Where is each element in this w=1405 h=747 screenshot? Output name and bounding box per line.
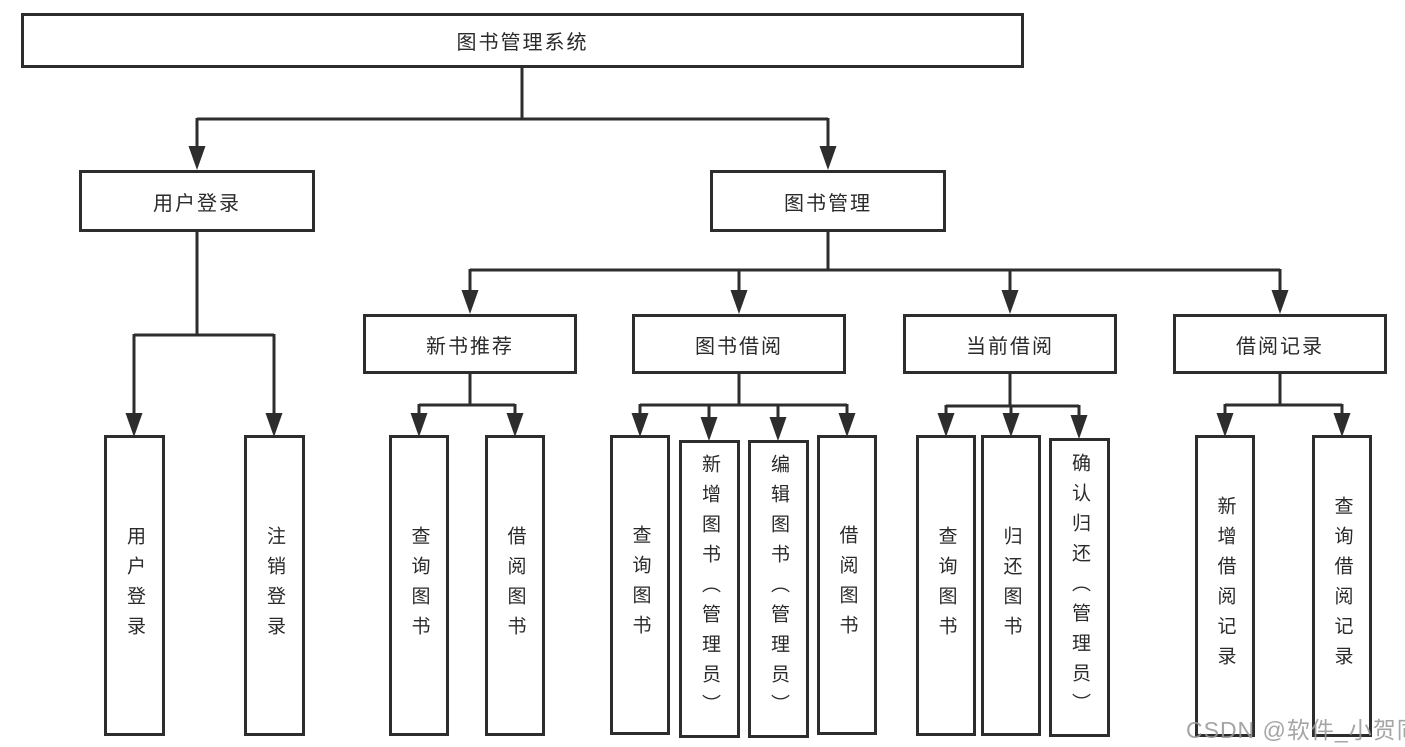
leaf-confirm-return-admin-label: 确认归还（管理员） <box>1069 452 1090 723</box>
leaf-return-books-label: 归还图书 <box>1000 525 1022 646</box>
leaf-user-login-label: 用户登录 <box>124 525 145 646</box>
csdn-watermark: CSDN @软件_小贺同学 <box>1186 717 1405 743</box>
node-new-book-recommend-label: 新书推荐 <box>426 335 514 358</box>
node-borrowing-records: 借阅记录 <box>1173 314 1387 374</box>
leaf-query-books-borrow: 查询图书 <box>610 435 670 735</box>
node-new-book-recommend: 新书推荐 <box>363 314 577 374</box>
leaf-query-books-borrow-label: 查询图书 <box>629 525 651 645</box>
leaf-borrow-books-rec: 借阅图书 <box>485 435 545 736</box>
node-current-borrowing: 当前借阅 <box>903 314 1117 374</box>
node-book-borrowing-label: 图书借阅 <box>695 335 783 358</box>
leaf-query-books-current: 查询图书 <box>916 435 976 736</box>
leaf-query-borrow-record: 查询借阅记录 <box>1312 435 1372 737</box>
leaf-logout-label: 注销登录 <box>264 525 285 646</box>
leaf-logout: 注销登录 <box>244 435 305 736</box>
leaf-add-borrow-record-label: 新增借阅记录 <box>1214 496 1236 676</box>
node-root-label: 图书管理系统 <box>456 32 589 54</box>
leaf-user-login: 用户登录 <box>104 435 165 736</box>
tree-edges <box>132 68 1344 421</box>
node-borrowing-records-label: 借阅记录 <box>1236 335 1324 358</box>
leaf-edit-books-admin-label: 编辑图书（管理员） <box>768 454 789 724</box>
leaf-borrow-books-rec-label: 借阅图书 <box>504 525 526 646</box>
leaf-edit-books-admin: 编辑图书（管理员） <box>748 440 809 738</box>
leaf-add-books-admin-label: 新增图书（管理员） <box>699 454 720 724</box>
node-book-management: 图书管理 <box>710 170 946 232</box>
arrowheads <box>125 146 1351 441</box>
node-user-login-label: 用户登录 <box>153 192 241 215</box>
leaf-confirm-return-admin: 确认归还（管理员） <box>1049 438 1110 737</box>
node-book-borrowing: 图书借阅 <box>632 314 846 374</box>
leaf-add-books-admin: 新增图书（管理员） <box>679 440 740 738</box>
leaf-query-books-rec: 查询图书 <box>389 435 449 736</box>
leaf-borrow-books-borrow: 借阅图书 <box>817 435 877 735</box>
leaf-borrow-books-borrow-label: 借阅图书 <box>836 525 858 645</box>
leaf-add-borrow-record: 新增借阅记录 <box>1195 435 1255 737</box>
leaf-query-books-current-label: 查询图书 <box>935 525 957 646</box>
node-root: 图书管理系统 <box>21 13 1024 68</box>
node-user-login: 用户登录 <box>79 170 315 232</box>
node-current-borrowing-label: 当前借阅 <box>966 335 1054 358</box>
node-book-management-label: 图书管理 <box>784 192 872 215</box>
leaf-return-books: 归还图书 <box>981 435 1041 736</box>
leaf-query-borrow-record-label: 查询借阅记录 <box>1331 496 1353 676</box>
leaf-query-books-rec-label: 查询图书 <box>408 525 430 646</box>
